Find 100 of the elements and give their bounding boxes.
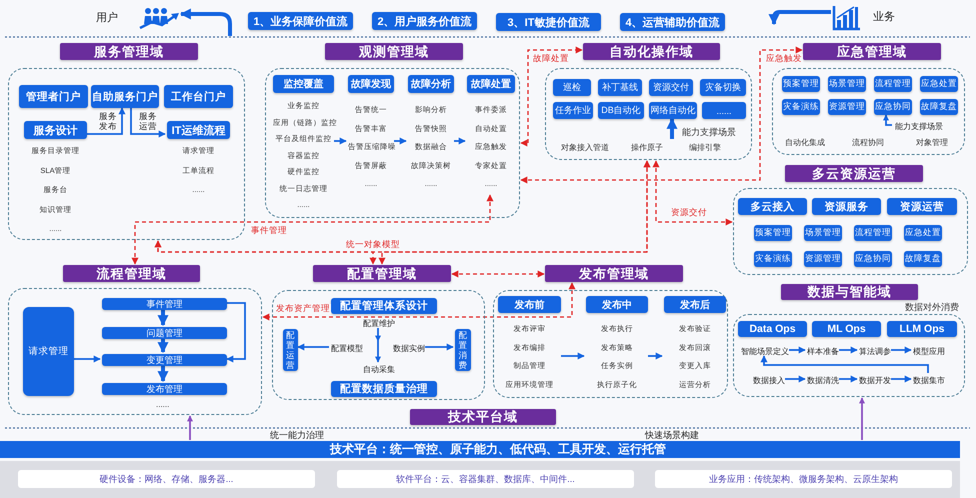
- arrow: [87, 107, 126, 135]
- arrow: [839, 346, 858, 354]
- arrow: [561, 352, 585, 360]
- function-box: 场景管理: [804, 225, 842, 241]
- flow-step: 数据接入: [753, 375, 785, 385]
- edge-label: 服务运营: [138, 112, 158, 131]
- function-box: 自助服务门户: [91, 85, 159, 108]
- dashed-frame: [265, 68, 520, 218]
- flow-step: 样本准备: [807, 346, 839, 356]
- arrow: [760, 355, 929, 373]
- domain-title: 应急管理域: [803, 43, 941, 60]
- domain-title: 多云资源运营: [785, 165, 923, 182]
- function-box: 应急协同: [874, 99, 912, 115]
- arrow: [180, 8, 232, 36]
- flow-step: 数据集市: [913, 375, 945, 385]
- function-box: 预案管理: [782, 76, 820, 92]
- function-box: 资源服务: [812, 198, 881, 215]
- function-box: 配置数据质量治理: [331, 381, 437, 397]
- edge-label: 事件管理: [250, 226, 288, 236]
- function-box: DB自动化: [598, 102, 644, 119]
- arrow: [375, 328, 381, 362]
- annotation-text: 编排引擎: [689, 143, 721, 152]
- caption-text: 快速场景构建: [645, 430, 699, 440]
- column-header: 发布前: [498, 296, 561, 313]
- function-box: 配置管理体系设计: [331, 298, 437, 314]
- function-box: 管理者门户: [19, 85, 88, 108]
- function-box: 流程管理: [874, 76, 912, 92]
- function-box: 灾备切换: [700, 79, 746, 96]
- function-box: 应急处置: [904, 225, 942, 241]
- caption-text: 统一能力治理: [270, 430, 324, 440]
- domain-title: 自动化操作域: [583, 43, 720, 60]
- domain-title: 技术平台域: [410, 409, 556, 425]
- arrow: [262, 282, 576, 320]
- arrow: [158, 366, 168, 382]
- arrow: [334, 138, 347, 144]
- column-header: 监控覆盖: [273, 75, 334, 93]
- arrow: [652, 160, 733, 226]
- function-box: 发布管理: [102, 383, 227, 395]
- annotation-text: 对象管理: [916, 138, 948, 147]
- function-box: 资源管理: [804, 251, 842, 267]
- arrow: [74, 356, 101, 362]
- function-box: 故障复盘: [904, 251, 942, 267]
- annotation-text: 操作原子: [631, 143, 663, 152]
- dashed-frame: [733, 188, 968, 275]
- column-header: IT运维流程: [167, 121, 230, 139]
- function-box: 网络自动化: [649, 102, 697, 119]
- column-header: 故障分析: [408, 75, 454, 93]
- edge-label: 故障处置: [532, 54, 570, 64]
- arrow: [666, 118, 678, 139]
- function-box: 多云接入: [738, 198, 807, 215]
- dashed-frame: [545, 68, 752, 160]
- column-header: 服务设计: [24, 121, 87, 139]
- column-header: 发布后: [664, 296, 726, 313]
- flow-step: 配置模型: [331, 343, 363, 353]
- caption-text: 业务: [873, 11, 895, 23]
- function-box: 资源交付: [649, 79, 693, 96]
- flow-step: 数据开发: [859, 375, 891, 385]
- edge-label: 发布资产管理: [275, 304, 331, 314]
- edge-label: 统一对象模型: [345, 240, 401, 250]
- arrow: [891, 346, 912, 354]
- function-box: Data Ops: [738, 321, 807, 337]
- annotation-text: ......: [156, 400, 170, 409]
- platform-band: [0, 461, 960, 498]
- people-icon: [138, 6, 180, 30]
- arrow: [425, 344, 454, 350]
- edge-label: 资源交付: [670, 208, 708, 218]
- platform-bar: 技术平台：统一管控、原子能力、低代码、工具开发、运行托管: [0, 441, 960, 458]
- function-box: 请求管理: [23, 307, 74, 396]
- arrow: [883, 114, 892, 126]
- function-box: 灾备演练: [782, 99, 820, 115]
- arrow: [226, 302, 246, 362]
- annotation-text: 流程协同: [852, 138, 884, 147]
- bar-chart-icon: [832, 4, 862, 31]
- function-box: 故障复盘: [920, 99, 958, 115]
- arrow: [768, 10, 831, 26]
- arrow: [785, 376, 806, 382]
- function-box: 事件管理: [102, 298, 227, 310]
- layer-box: 硬件设备：网络、存储、服务器...: [18, 470, 315, 488]
- edge-label: 服务发布: [98, 112, 118, 131]
- flow-step: 数据清洗: [807, 375, 839, 385]
- flow-step: 模型应用: [913, 346, 945, 356]
- flow-step: 自动采集: [363, 364, 395, 374]
- domain-title: 观测管理域: [325, 43, 463, 60]
- function-box: 配置消费: [455, 329, 471, 371]
- annotation-text: 能力支撑场景: [682, 127, 736, 137]
- domain-title: 配置管理域: [313, 265, 451, 282]
- arrow: [839, 376, 858, 382]
- function-box: 工作台门户: [164, 85, 233, 108]
- function-box: 问题管理: [102, 327, 227, 339]
- arrow: [297, 344, 329, 350]
- edge-label: 应急触发: [765, 54, 803, 64]
- dashed-frame: [772, 68, 965, 155]
- function-box: 资源管理: [828, 99, 866, 115]
- value-stream-box: 1、业务保障价值流: [248, 12, 353, 30]
- arrow: [154, 240, 376, 265]
- annotation-text: 数据对外消费: [905, 302, 959, 312]
- layer-box: 软件平台：云、容器集群、数据库、中间件...: [337, 470, 634, 488]
- function-box: 灾备演练: [754, 251, 792, 267]
- function-box: 流程管理: [854, 225, 892, 241]
- annotation-text: 自动化集成: [785, 138, 825, 147]
